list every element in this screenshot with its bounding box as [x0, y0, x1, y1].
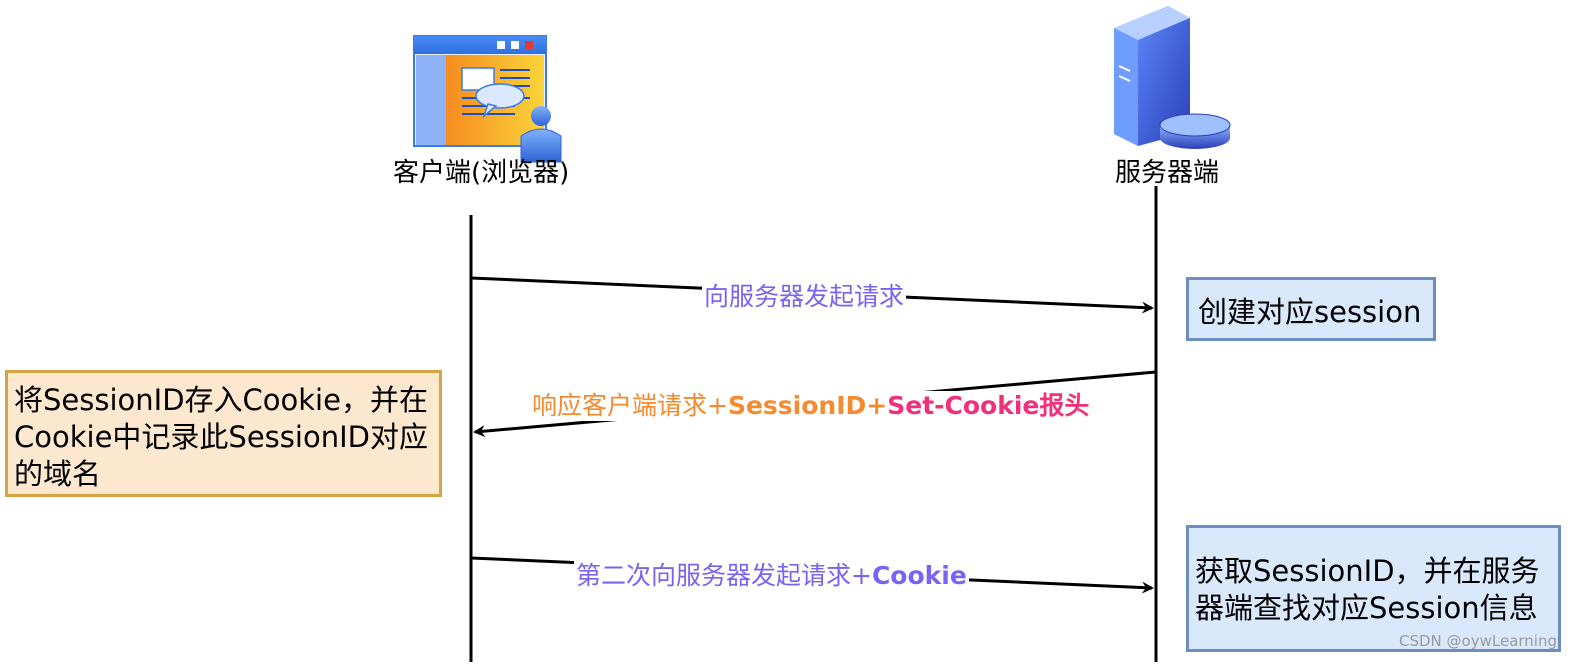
response-label-text: 响应客户端请求+ — [532, 391, 728, 420]
server-database-icon — [1114, 6, 1231, 149]
request-label: 向服务器发起请求 — [702, 282, 907, 312]
response-label-sessionid: SessionID — [727, 391, 867, 420]
response-label-setcookie: Set-Cookie报头 — [887, 391, 1090, 420]
browser-user-icon — [413, 35, 562, 163]
response-label: 响应客户端请求+SessionID+Set-Cookie报头 — [530, 391, 1092, 421]
create-session-note: 创建对应session — [1186, 277, 1436, 341]
second-request-label-text: 第二次向服务器发起请求+ — [576, 561, 872, 590]
server-label: 服务器端 — [1115, 158, 1220, 188]
second-request-label: 第二次向服务器发起请求+Cookie — [574, 561, 969, 591]
response-label-plus: + — [866, 391, 888, 420]
lookup-session-note: 获取SessionID，并在服务器端查找对应Session信息 — [1186, 525, 1561, 652]
second-request-label-cookie: Cookie — [871, 561, 967, 590]
store-cookie-note: 将SessionID存入Cookie，并在Cookie中记录此SessionID… — [5, 370, 442, 497]
watermark: CSDN @oywLearning — [1399, 632, 1557, 650]
client-label: 客户端(浏览器) — [393, 158, 570, 188]
